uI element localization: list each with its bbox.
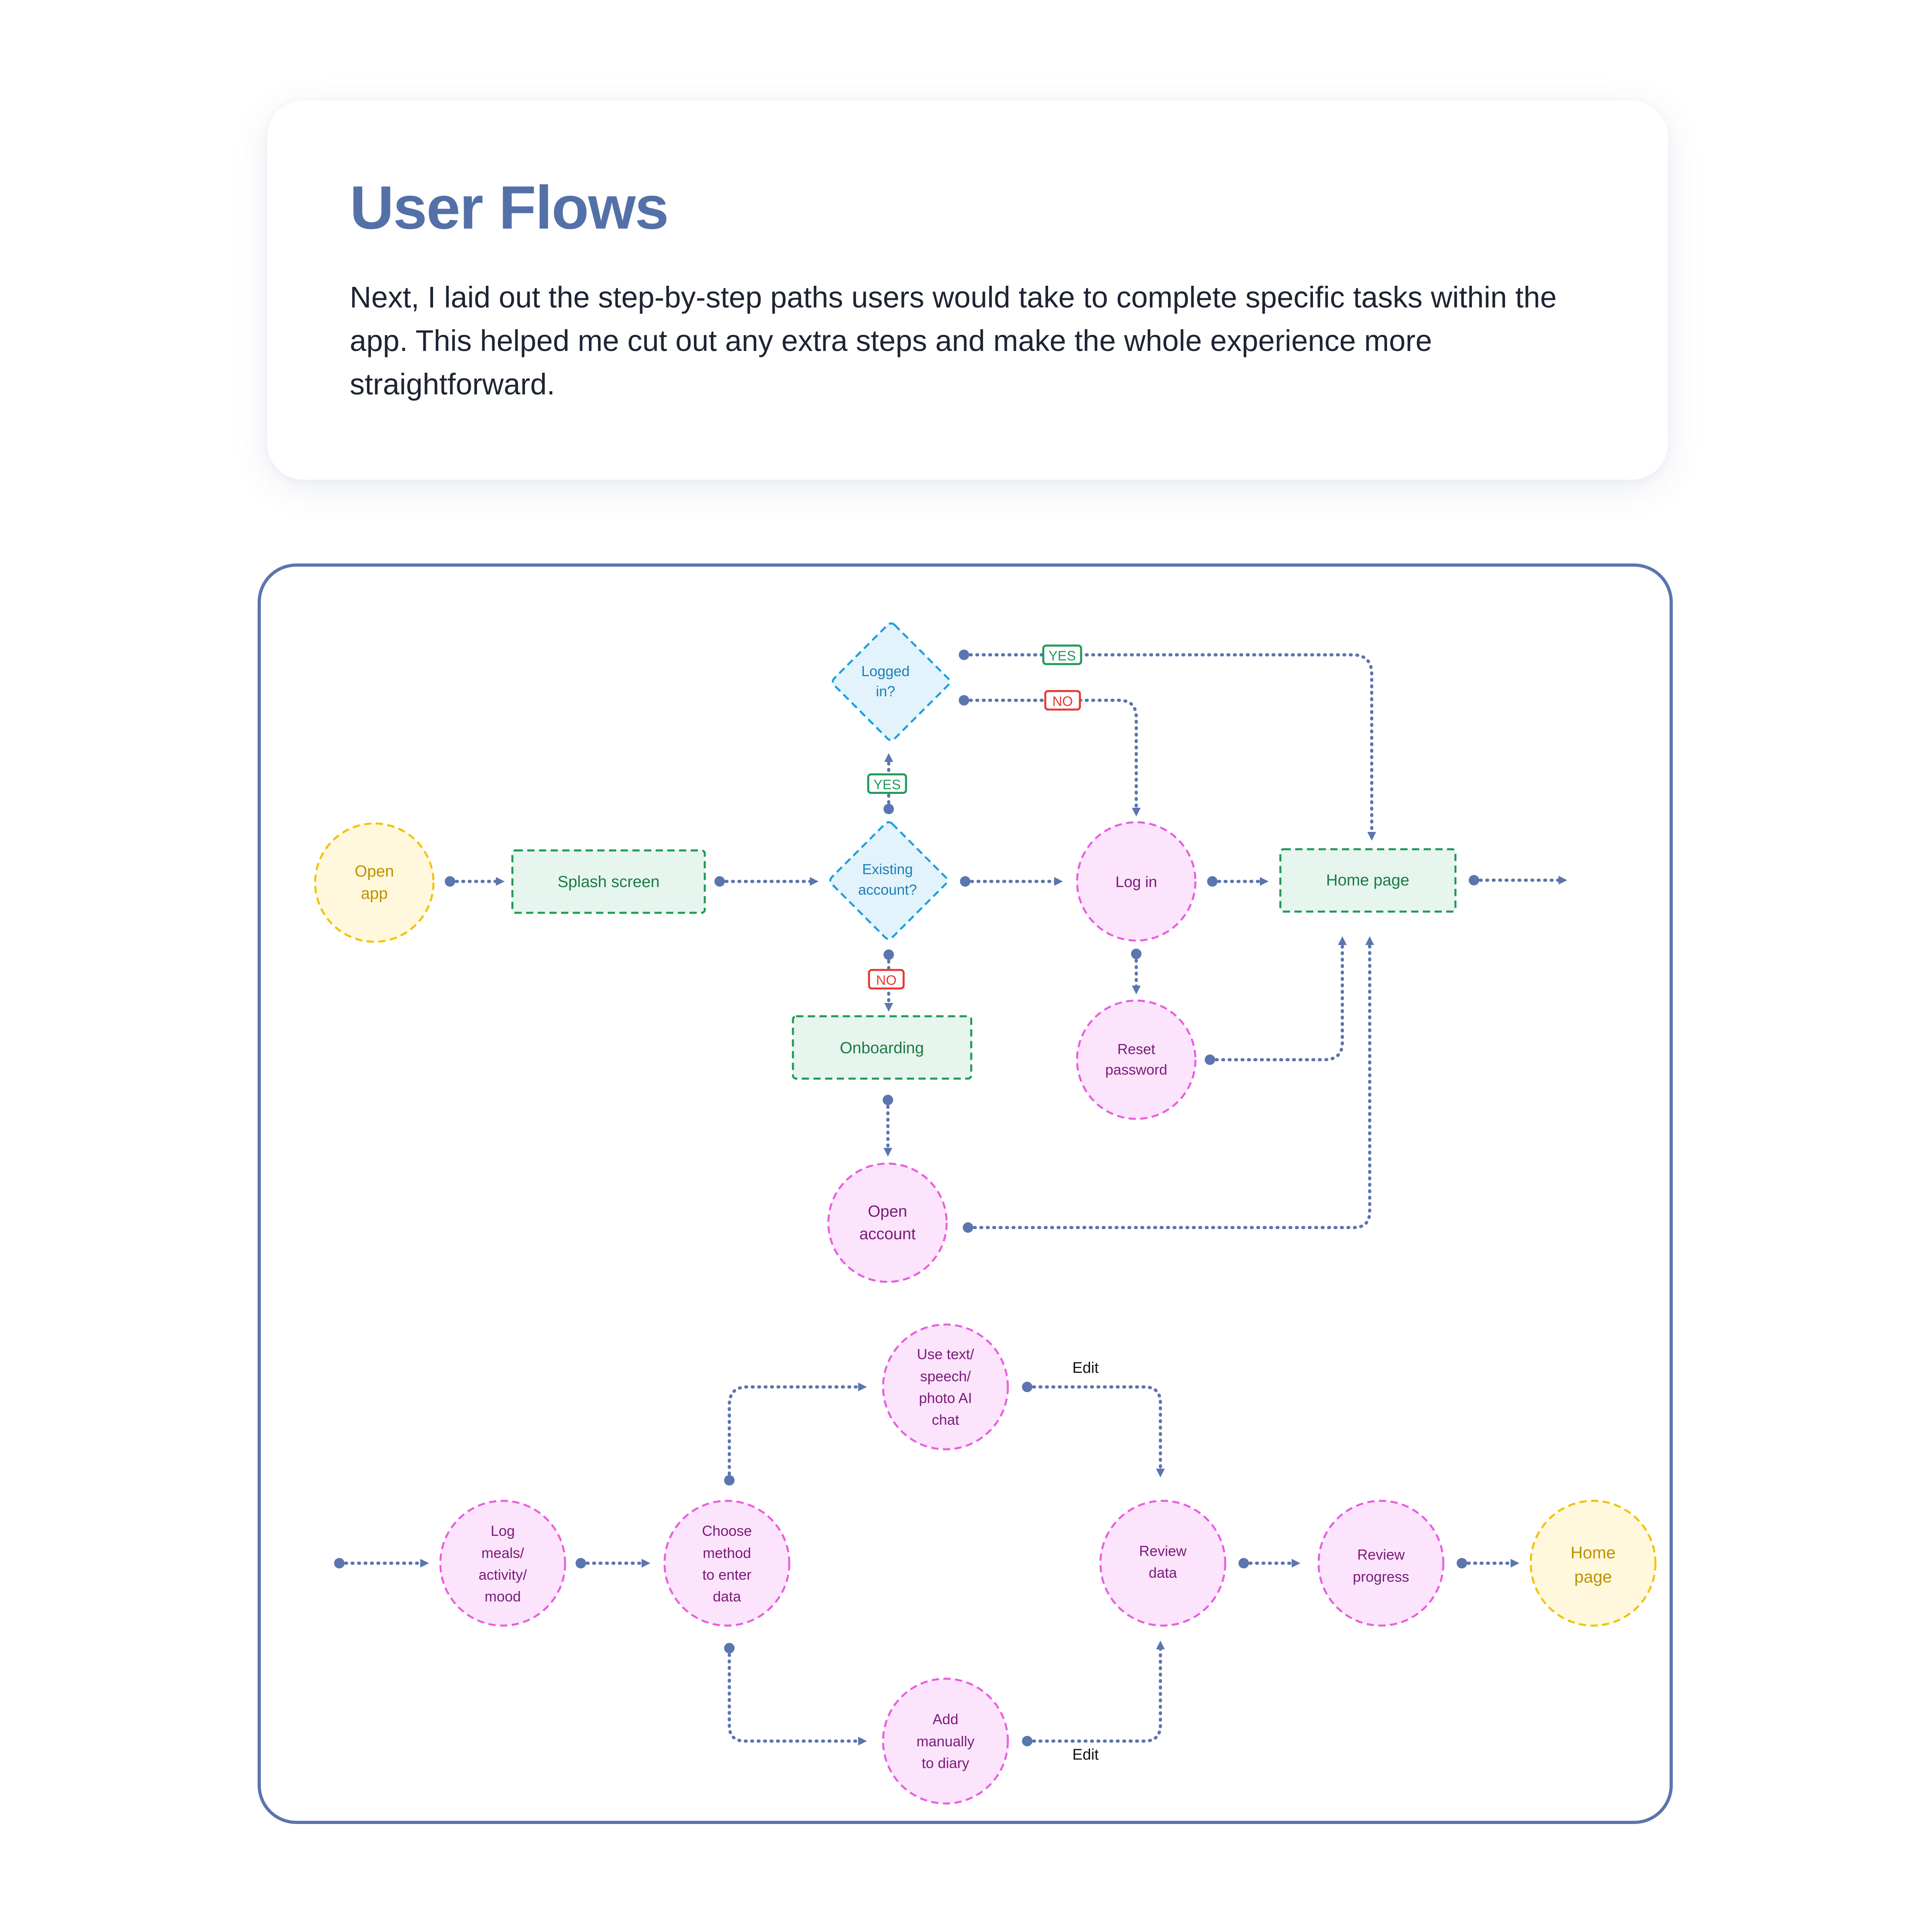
node-add-manually: Add manually to diary xyxy=(882,1678,1009,1805)
svg-text:Existing: Existing xyxy=(862,861,913,877)
connector-choose-to-manual xyxy=(728,1647,867,1746)
flow1-connector-dots xyxy=(445,650,1479,1233)
svg-text:data: data xyxy=(1149,1564,1177,1581)
node-onboarding: Onboarding xyxy=(792,1015,972,1080)
svg-text:Review: Review xyxy=(1357,1546,1405,1563)
svg-text:YES: YES xyxy=(873,777,901,792)
svg-text:YES: YES xyxy=(1049,648,1076,664)
svg-text:Log in: Log in xyxy=(1115,874,1157,891)
svg-text:chat: chat xyxy=(932,1411,959,1428)
edit-label-bottom: Edit xyxy=(1072,1746,1099,1763)
svg-text:Use text/: Use text/ xyxy=(917,1346,974,1362)
svg-text:NO: NO xyxy=(876,973,897,988)
node-log-meals: Log meals/ activity/ mood xyxy=(439,1500,566,1627)
svg-text:to diary: to diary xyxy=(922,1755,969,1771)
svg-text:Splash screen: Splash screen xyxy=(557,873,659,891)
svg-text:password: password xyxy=(1105,1061,1167,1078)
svg-text:Logged: Logged xyxy=(861,663,910,679)
svg-text:Review: Review xyxy=(1139,1543,1187,1559)
node-reset-password: Reset password xyxy=(1076,999,1197,1120)
svg-text:speech/: speech/ xyxy=(920,1368,971,1385)
flow2-connectors xyxy=(338,1382,1519,1746)
svg-text:in?: in? xyxy=(876,683,895,699)
svg-text:Reset: Reset xyxy=(1117,1041,1155,1057)
svg-text:account?: account? xyxy=(858,881,917,898)
flow1-tags: YES NO YES NO xyxy=(867,644,1082,990)
svg-text:method: method xyxy=(703,1545,751,1561)
svg-text:Choose: Choose xyxy=(702,1523,752,1539)
svg-text:Log: Log xyxy=(491,1523,515,1539)
flow1-connectors xyxy=(448,653,1567,1229)
tag-no-existing-to-onboarding: NO xyxy=(868,969,905,990)
node-existing-account-decision: Existing account? xyxy=(829,821,948,940)
svg-text:meals/: meals/ xyxy=(481,1545,524,1561)
node-home-page: Home page xyxy=(1279,848,1457,913)
node-review-progress: Review progress xyxy=(1317,1500,1445,1627)
node-splash-screen: Splash screen xyxy=(511,849,706,914)
tag-no-logged-to-login: NO xyxy=(1044,690,1081,711)
page-title: User Flows xyxy=(350,173,669,242)
svg-text:Onboarding: Onboarding xyxy=(840,1039,924,1057)
flow2-connector-dots xyxy=(334,1382,1467,1746)
connector-open-account-to-home xyxy=(966,936,1374,1229)
edit-label-top: Edit xyxy=(1072,1360,1099,1376)
svg-text:progress: progress xyxy=(1353,1568,1409,1585)
svg-text:data: data xyxy=(713,1588,741,1605)
svg-text:account: account xyxy=(859,1225,916,1243)
node-ai-chat: Use text/ speech/ photo AI chat xyxy=(882,1323,1009,1451)
svg-text:Open: Open xyxy=(868,1203,907,1220)
svg-text:Open: Open xyxy=(355,862,394,880)
tag-yes-logged-to-home: YES xyxy=(1042,644,1082,665)
connector-logged-no-to-login xyxy=(962,699,1141,817)
svg-text:mood: mood xyxy=(485,1588,521,1605)
node-home-page-end: Home page xyxy=(1530,1500,1657,1627)
svg-text:app: app xyxy=(361,885,388,902)
connector-reset-to-home xyxy=(1208,936,1347,1061)
svg-text:page: page xyxy=(1574,1567,1612,1586)
node-logged-in-decision: Logged in? xyxy=(832,622,951,741)
svg-text:Home: Home xyxy=(1571,1543,1616,1562)
connector-choose-to-ai-chat xyxy=(728,1382,867,1482)
intro-card: User Flows Next, I laid out the step-by-… xyxy=(267,101,1668,480)
node-open-app: Open app xyxy=(314,822,435,943)
connector-logged-yes-to-home xyxy=(962,653,1376,841)
tag-yes-existing-to-logged: YES xyxy=(867,773,907,794)
connector-manual-to-review xyxy=(1026,1640,1165,1743)
svg-text:activity/: activity/ xyxy=(479,1566,527,1583)
diagram-frame xyxy=(258,563,1673,1824)
page-description: Next, I laid out the step-by-step paths … xyxy=(350,281,1557,401)
connector-ai-chat-to-review xyxy=(1026,1385,1165,1477)
node-log-in: Log in xyxy=(1076,821,1197,942)
svg-text:NO: NO xyxy=(1053,694,1073,709)
svg-text:to enter: to enter xyxy=(702,1566,751,1583)
node-choose-method: Choose method to enter data xyxy=(663,1500,791,1627)
svg-text:Home page: Home page xyxy=(1326,871,1410,889)
svg-text:Add: Add xyxy=(933,1711,958,1727)
svg-text:photo AI: photo AI xyxy=(919,1390,972,1406)
node-review-data: Review data xyxy=(1099,1500,1226,1627)
svg-text:manually: manually xyxy=(916,1733,974,1750)
node-open-account: Open account xyxy=(827,1162,948,1283)
